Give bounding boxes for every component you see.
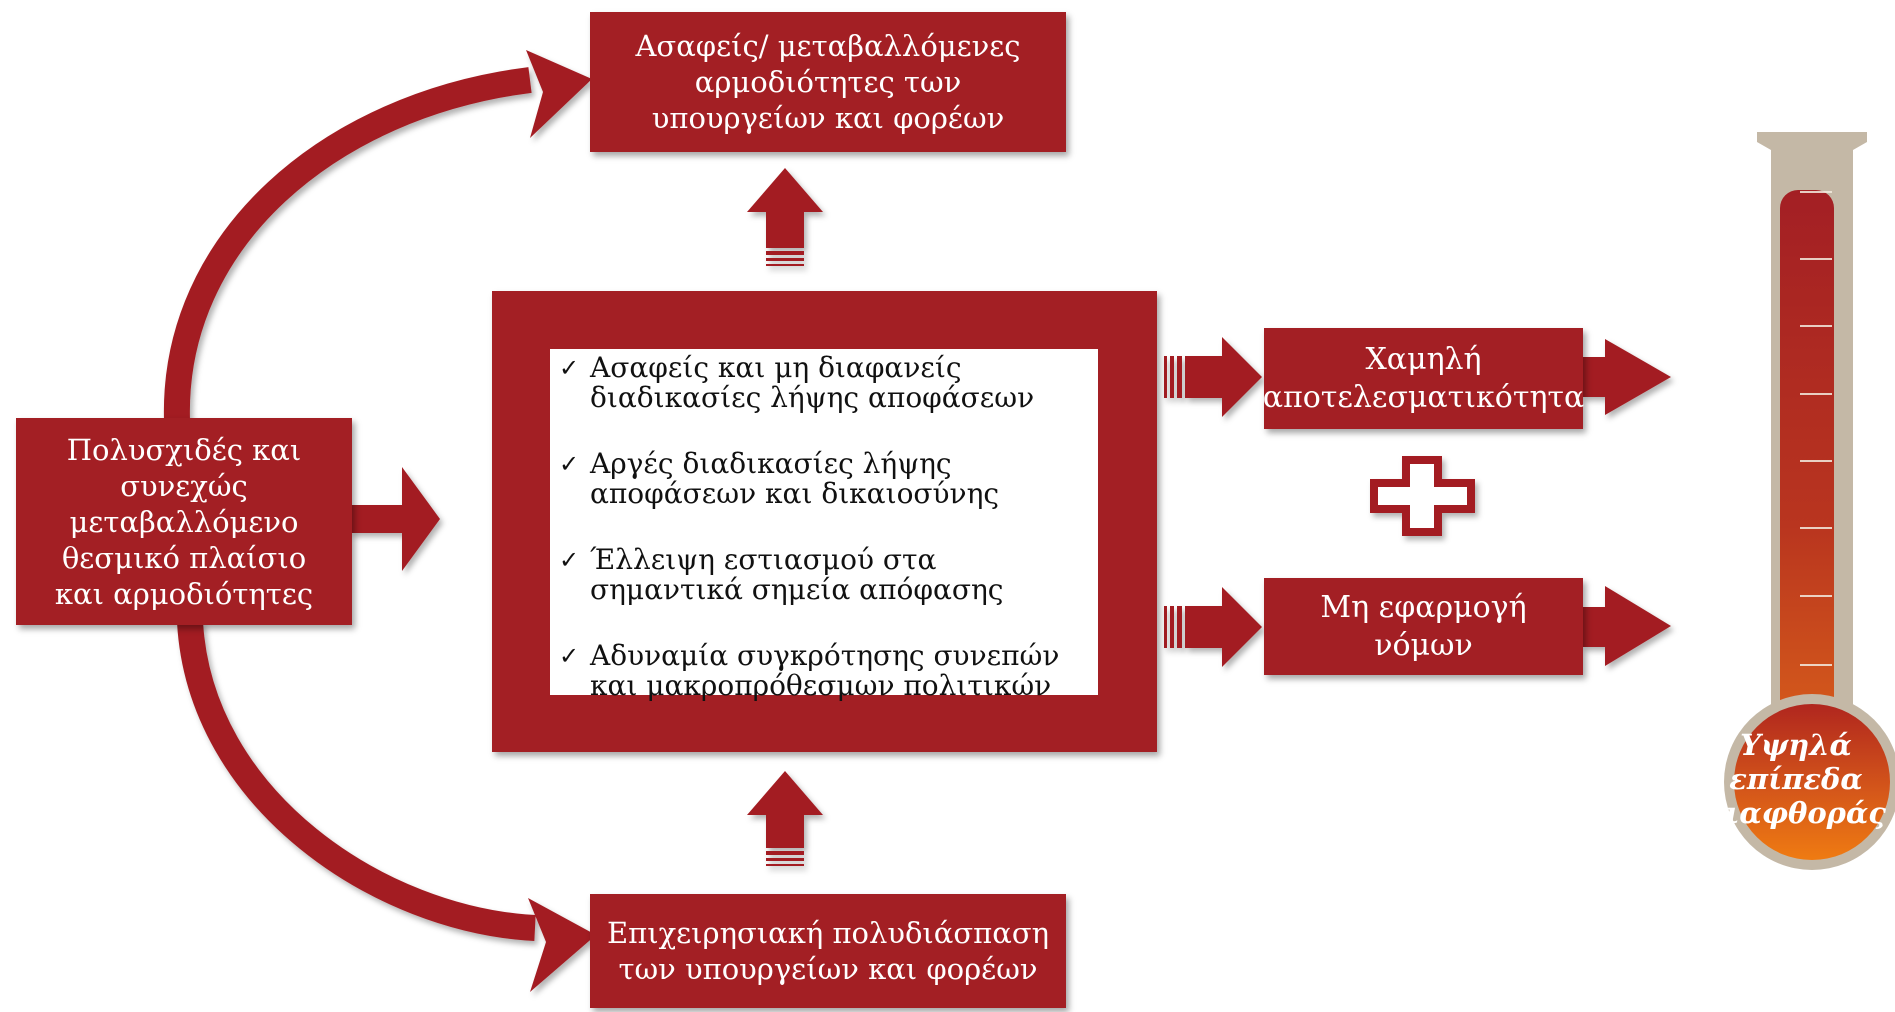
- arrow-right-outcome-bottom-icon: [1164, 587, 1262, 667]
- outcome-bottom-text: Μη εφαρμογή νόμων: [1320, 589, 1527, 663]
- check-icon: ✓: [559, 642, 580, 670]
- center-item-1: ✓ Ασαφείς και μη διαφανείς διαδικασίες λ…: [559, 351, 1088, 414]
- center-item-2: ✓ Αργές διαδικασίες λήψης αποφάσεων και …: [559, 447, 1088, 510]
- arrow-up-bottom-icon: [747, 771, 823, 866]
- arrow-right-outcome-top-icon: [1164, 337, 1262, 417]
- bottom-box-text: Επιχειρησιακή πολυδιάσπαση των υπουργείω…: [606, 916, 1049, 986]
- top-box: Ασαφείς/ μεταβαλλόμενες αρμοδιότητες των…: [590, 12, 1066, 152]
- outcome-top-text: Χαμηλή αποτελεσματικότητα: [1262, 341, 1585, 415]
- center-item-text: Αδυναμία συγκρότησης συνεπών και μακροπρ…: [590, 639, 1060, 702]
- center-panel: ✓ Ασαφείς και μη διαφανείς διαδικασίες λ…: [550, 349, 1098, 701]
- left-box: Πολυσχιδές και συνεχώς μεταβαλλόμενο θεσ…: [16, 418, 352, 625]
- plus-icon: [1370, 456, 1475, 536]
- outcome-top-box: Χαμηλή αποτελεσματικότητα: [1262, 328, 1585, 429]
- curved-arrow-down-icon: [177, 621, 596, 992]
- top-box-text: Ασαφείς/ μεταβαλλόμενες αρμοδιότητες των…: [635, 29, 1021, 135]
- check-icon: ✓: [559, 354, 580, 382]
- curved-arrow-up-icon: [163, 50, 592, 421]
- center-item-text: Έλλειψη εστιασμού στα σημαντικά σημεία α…: [590, 543, 1004, 606]
- arrow-right-left-icon: [350, 467, 440, 571]
- center-item-4: ✓ Αδυναμία συγκρότησης συνεπών και μακρο…: [559, 639, 1088, 702]
- bottom-box: Επιχειρησιακή πολυδιάσπαση των υπουργείω…: [590, 894, 1066, 1008]
- center-item-text: Ασαφείς και μη διαφανείς διαδικασίες λήψ…: [590, 351, 1035, 414]
- center-item-text: Αργές διαδικασίες λήψης αποφάσεων και δι…: [590, 447, 1000, 510]
- thermometer-label: Υψηλά επίπεδα διαφθοράς: [1706, 728, 1886, 830]
- center-frame: ✓ Ασαφείς και μη διαφανείς διαδικασίες λ…: [492, 291, 1157, 752]
- left-box-text: Πολυσχιδές και συνεχώς μεταβαλλόμενο θεσ…: [54, 432, 314, 611]
- center-item-3: ✓ Έλλειψη εστιασμού στα σημαντικά σημεία…: [559, 543, 1088, 606]
- arrow-right-outcome-bottom-tail-icon: [1582, 586, 1671, 666]
- arrow-right-outcome-top-tail-icon: [1582, 339, 1671, 415]
- outcome-bottom-box: Μη εφαρμογή νόμων: [1264, 578, 1583, 675]
- check-icon: ✓: [559, 450, 580, 478]
- check-icon: ✓: [559, 546, 580, 574]
- arrow-up-top-icon: [747, 168, 823, 266]
- thermometer-icon: [1724, 132, 1895, 870]
